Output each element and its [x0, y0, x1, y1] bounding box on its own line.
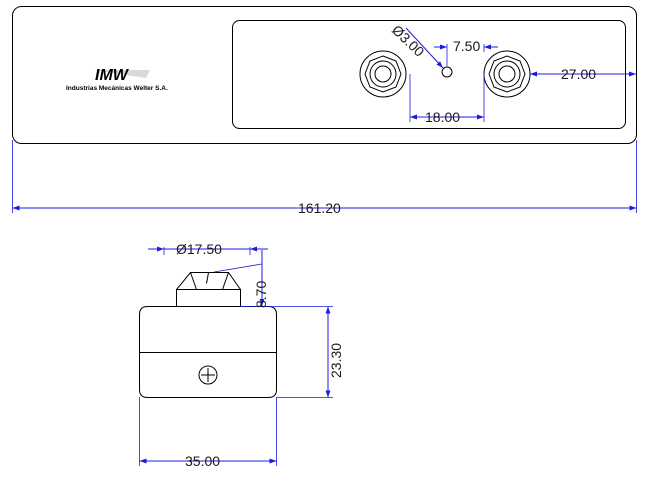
- side-view-body: [139, 306, 277, 398]
- dim-body-width: 35.00: [139, 397, 277, 469]
- side-view-knob: [176, 272, 241, 307]
- right-terminal: [483, 50, 531, 98]
- dim-hole-offset: 7.50: [434, 38, 498, 66]
- dim-overall-length-text: 161.20: [298, 200, 341, 216]
- dim-knob-diameter: Ø17.50: [148, 241, 268, 273]
- dim-edge-to-terminal-text: 27.00: [561, 66, 596, 82]
- small-hole: [441, 66, 453, 78]
- dim-overall-length: 161.20: [12, 140, 637, 216]
- screw-icon: [198, 365, 218, 385]
- dim-knob-diameter-text: Ø17.50: [176, 241, 222, 257]
- dim-terminal-spacing: 18.00: [409, 74, 485, 125]
- logo-company-name: Industrias Mecánicas Welter S.A.: [66, 85, 168, 92]
- dim-body-height-text: 23.30: [328, 343, 344, 378]
- dim-terminal-spacing-text: 18.00: [425, 109, 460, 125]
- dim-knob-height-text: 8.70: [253, 281, 269, 308]
- panel-outline: [12, 6, 637, 144]
- logo-mark: IMW: [95, 67, 130, 84]
- dim-hole-diameter: Ø3.00: [389, 22, 444, 69]
- dim-knob-height: 8.70: [240, 250, 333, 308]
- left-terminal: [359, 50, 407, 98]
- dim-body-width-text: 35.00: [185, 453, 220, 469]
- dim-edge-to-terminal: 27.00: [530, 66, 636, 82]
- dim-body-height: 23.30: [276, 306, 344, 398]
- dim-hole-offset-text: 7.50: [453, 38, 480, 54]
- imw-logo: IMW Industrias Mecánicas Welter S.A.: [66, 67, 168, 92]
